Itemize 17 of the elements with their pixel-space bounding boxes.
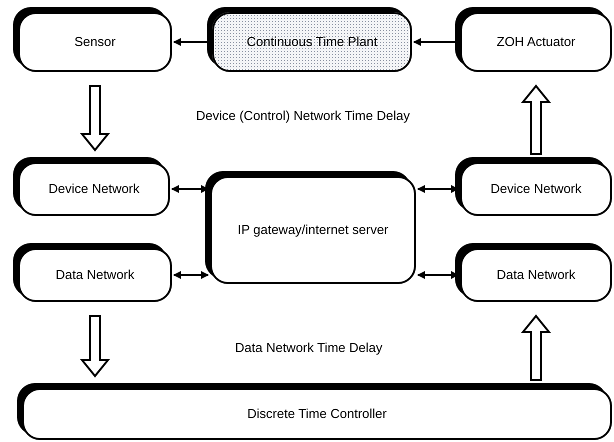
arrow xyxy=(173,271,209,279)
hollow-block-arrow xyxy=(80,85,110,152)
delay-label: Device (Control) Network Time Delay xyxy=(196,107,410,125)
delay-label: Data Network Time Delay xyxy=(235,339,382,357)
hollow-block-arrow xyxy=(80,315,110,378)
arrow xyxy=(413,38,458,46)
node-label: Data Network xyxy=(56,266,134,284)
node-label: Sensor xyxy=(74,33,116,51)
node-label: Device Network xyxy=(490,180,582,198)
arrow xyxy=(173,38,210,46)
node-label: Continuous Time Plant xyxy=(246,33,378,51)
node-label: Discrete Time Controller xyxy=(247,405,387,423)
node-label: ZOH Actuator xyxy=(496,33,576,51)
node-label: Data Network xyxy=(496,266,576,284)
hollow-block-arrow xyxy=(520,84,552,155)
node-label: IP gateway/internet server xyxy=(238,221,388,239)
node-label: Device Network xyxy=(48,180,140,198)
